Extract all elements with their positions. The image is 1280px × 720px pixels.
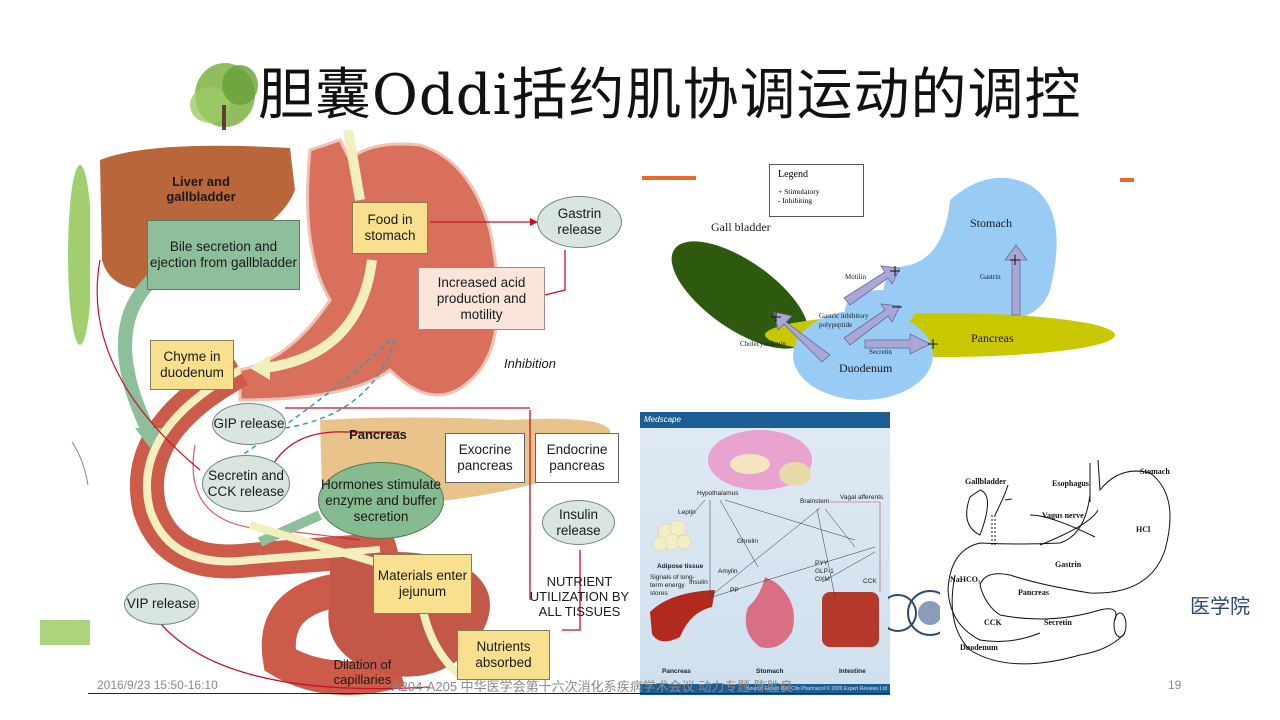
brainstem-label: Brainstem bbox=[800, 498, 830, 505]
gastrin-label: Gastrin bbox=[1055, 560, 1082, 569]
stomach-label: Stomach bbox=[1140, 467, 1170, 476]
nutrient-utilization-label: NUTRIENT UTILIZATION BY ALL TISSUES bbox=[529, 574, 630, 619]
pancreas-organ-label: Pancreas bbox=[662, 668, 691, 675]
pp-label: PP bbox=[730, 587, 739, 594]
esophagus-label: Esophagus bbox=[1052, 479, 1089, 488]
chyme-in-duodenum-box: Chyme in duodenum bbox=[150, 340, 234, 390]
stomach-outline bbox=[979, 459, 1171, 594]
university-seal-icon bbox=[888, 590, 948, 636]
pancreas-organ bbox=[650, 590, 715, 642]
hormones-oval: Hormones stimulate enzyme and buffer sec… bbox=[318, 462, 444, 539]
materials-enter-jejunum-box: Materials enter jejunum bbox=[373, 554, 472, 614]
duodenum-shape bbox=[793, 310, 933, 400]
line-drawing-art bbox=[947, 459, 1171, 665]
adipose-shape bbox=[652, 519, 692, 552]
medscape-appetite-diagram: Medscape Hypothalamus Brainstem Vagal af… bbox=[640, 412, 890, 695]
increased-acid-box: Increased acid production and motility bbox=[418, 267, 545, 330]
intestine-organ bbox=[822, 592, 879, 647]
gastrin-release-oval: Gastrin release bbox=[537, 196, 622, 248]
footer-center-text: A204-A205 中华医学会第十六次消化系疾病学术会议 动力专题 陈胜良 bbox=[392, 679, 793, 694]
pyy-label: PYY bbox=[815, 560, 829, 567]
organ-hormone-diagram: Legend + Stimulatory - Inhibiting Gall b… bbox=[640, 160, 1140, 405]
bile-arrow bbox=[118, 274, 158, 434]
endocrine-pancreas-box: Endocrine pancreas bbox=[535, 433, 619, 483]
glp1-label: GLP-1 bbox=[815, 568, 834, 575]
food-in-stomach-box: Food in stomach bbox=[352, 202, 428, 254]
dilation-label: Dilation of capillaries bbox=[333, 657, 392, 687]
gall-bladder-shape bbox=[671, 241, 809, 349]
legend-title: Legend bbox=[778, 169, 808, 180]
accent-line bbox=[642, 176, 696, 180]
accent-line bbox=[1120, 178, 1134, 182]
legend-item-inhibiting: - Inhibiting bbox=[778, 196, 812, 205]
legend-box: Legend + Stimulatory - Inhibiting bbox=[769, 164, 864, 217]
signals-label: Signals of long-term energy stores bbox=[650, 574, 695, 597]
gall-bladder-label: Gall bladder bbox=[711, 220, 771, 234]
gip-label: Gastric inhibitory polypeptide bbox=[819, 312, 869, 329]
duodenum-outline bbox=[951, 574, 1126, 665]
duodenum-label: Duodenum bbox=[839, 361, 893, 375]
tree-decoration-icon bbox=[190, 63, 258, 130]
motilin-label: Motilin bbox=[845, 273, 867, 281]
bile-secretion-box: Bile secretion and ejection from gallbla… bbox=[147, 220, 300, 290]
vip-release-oval: VIP release bbox=[124, 583, 199, 625]
footer-date: 2016/9/23 15:50-16:10 bbox=[97, 678, 218, 692]
slide-title: 胆囊Oddi括约肌协调运动的调控 bbox=[258, 63, 1082, 128]
gallbladder-label: Gallbladder bbox=[965, 477, 1007, 486]
cck-label: CCK bbox=[863, 578, 877, 585]
food-arrow bbox=[343, 130, 365, 201]
stomach-organ bbox=[745, 577, 794, 648]
pancreas-label: Pancreas bbox=[349, 427, 407, 442]
insulin-label: Insulin bbox=[689, 579, 708, 586]
hcl-label: HCl bbox=[1136, 525, 1151, 534]
pancreas-label: Pancreas bbox=[971, 331, 1014, 345]
nutrients-absorbed-box: Nutrients absorbed bbox=[457, 630, 550, 680]
leptin-label: Leptin bbox=[678, 509, 696, 516]
tree-decoration-icon bbox=[68, 165, 92, 345]
medscape-source: Source: Expert Rev Clin Pharmacol © 2009… bbox=[640, 684, 890, 695]
adipose-tissue-label: Adipose tissue bbox=[657, 563, 704, 570]
stomach-label: Stomach bbox=[970, 216, 1012, 230]
medscape-art bbox=[650, 430, 881, 648]
inhibition-label: Inhibition bbox=[503, 356, 557, 371]
vagus-nerve-label: Vagus nerve bbox=[1042, 511, 1084, 520]
vagal-afferents-label: Vagal afferents bbox=[840, 494, 884, 501]
grass-decoration-icon bbox=[40, 620, 90, 645]
cholecystokinin-label: Cholecystokinin bbox=[740, 340, 786, 348]
secretin-label: Secretin bbox=[1044, 618, 1072, 627]
secretin-label: Secretin bbox=[869, 348, 892, 356]
intestine-organ-label: Intestine bbox=[839, 668, 866, 675]
gastrin-label: Gastrin bbox=[980, 273, 1001, 281]
exocrine-pancreas-box: Exocrine pancreas bbox=[445, 433, 525, 483]
ghrelin-label: Ghrelin bbox=[737, 538, 758, 545]
nahco3-label: NaHCO₃ bbox=[950, 575, 981, 584]
digestion-flow-diagram: Liver and gallbladder Bile secretion and… bbox=[90, 130, 640, 695]
footer-divider bbox=[88, 693, 890, 694]
oxm-label: OXM bbox=[815, 576, 830, 583]
liver-label: Liver and gallbladder bbox=[166, 174, 236, 204]
pancreas-label: Pancreas bbox=[1018, 588, 1049, 597]
insulin-release-oval: Insulin release bbox=[542, 500, 615, 545]
hypothalamus-label: Hypothalamus bbox=[697, 490, 739, 497]
college-logo-text: 医学院 bbox=[1190, 594, 1250, 618]
gip-release-oval: GIP release bbox=[212, 403, 286, 445]
stomach-organ-label: Stomach bbox=[756, 668, 784, 675]
branch-decoration-icon bbox=[71, 441, 89, 486]
organ-diagram-art bbox=[671, 177, 1115, 400]
medscape-header: Medscape bbox=[640, 412, 890, 428]
cck-label: CCK bbox=[984, 618, 1002, 627]
secretin-cck-oval: Secretin and CCK release bbox=[202, 455, 290, 512]
legend-item-stimulatory: + Stimulatory bbox=[778, 187, 820, 196]
page-number: 19 bbox=[1168, 678, 1182, 692]
digestive-line-drawing: Gallbladder Esophagus Stomach Vagus nerv… bbox=[940, 455, 1180, 685]
duodenum-label: Duodenum bbox=[960, 643, 998, 652]
amylin-label: Amylin bbox=[718, 568, 738, 575]
hormone-arrows bbox=[773, 244, 1028, 363]
